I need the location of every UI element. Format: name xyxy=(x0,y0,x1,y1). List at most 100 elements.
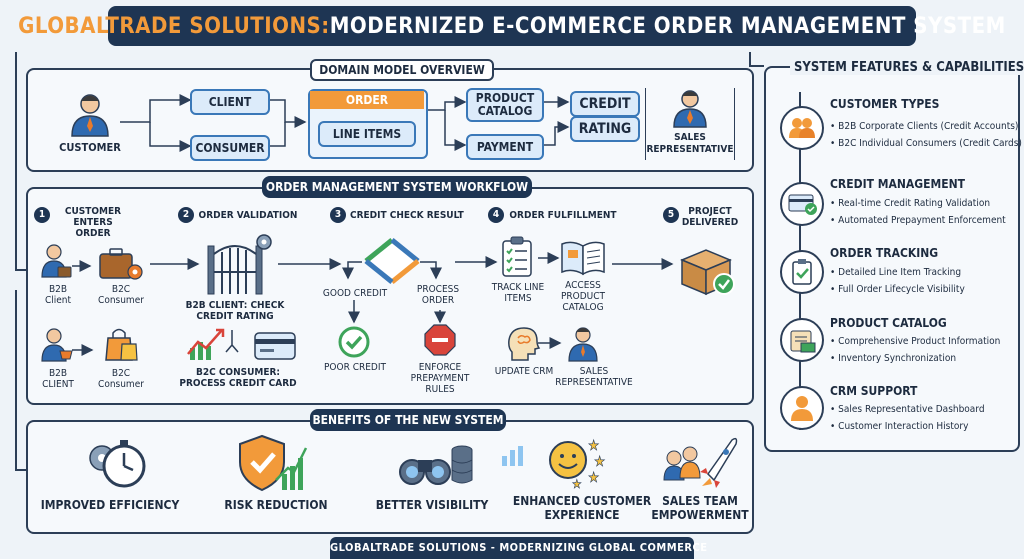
svg-text:★: ★ xyxy=(594,454,605,470)
feature-order-item-2: • Full Order Lifecycle Visibility xyxy=(830,284,965,295)
poor-credit-label: POOR CREDIT xyxy=(324,362,386,373)
footer-banner: GLOBALTRADE SOLUTIONS - MODERNIZING GLOB… xyxy=(330,537,707,559)
feature-crm-title: CRM SUPPORT xyxy=(830,384,918,398)
decision-diamond-icon xyxy=(364,238,420,284)
team-rocket-icon xyxy=(663,437,738,488)
benefits-label: Benefits of the New System xyxy=(310,409,506,431)
benefit-experience-label: ENHANCED CUSTOMER EXPERIENCE xyxy=(512,494,652,522)
step-3-number: 3 xyxy=(330,207,346,223)
track-label: TRACK LINE ITEMS xyxy=(491,282,545,304)
consumer-box: CONSUMER xyxy=(190,135,270,161)
access-label: ACCESS PRODUCT CATALOG xyxy=(560,280,606,313)
benefit-visibility-label: BETTER VISIBILITY xyxy=(375,498,489,512)
feature-catalog-text-2: Inventory Synchronization xyxy=(838,353,957,364)
benefit-risk-label: RISK REDUCTION xyxy=(224,498,328,512)
check-circle-icon xyxy=(338,326,370,358)
feature-catalog-item-1: • Comprehensive Product Information xyxy=(830,336,1001,347)
svg-text:★: ★ xyxy=(588,438,599,454)
b2b-client-2-icon xyxy=(41,328,73,362)
step-5-title: PROJECT DELIVERED xyxy=(681,206,739,228)
feature-crm-item-2: • Customer Interaction History xyxy=(830,421,969,432)
feature-order-title: ORDER TRACKING xyxy=(830,246,939,260)
sales-rep-label: SALES REPRESENTATIVE xyxy=(646,132,734,155)
feature-order-icon-wrap xyxy=(780,250,824,294)
payment-box: PAYMENT xyxy=(466,134,544,160)
step-4-title: ORDER FULFILLMENT xyxy=(509,210,617,221)
smiley-stars-icon: ★ ★ ★ ★ xyxy=(549,438,606,491)
feature-catalog-title: PRODUCT CATALOG xyxy=(830,316,947,330)
customer-label: CUSTOMER xyxy=(59,141,121,154)
brain-head-icon xyxy=(508,327,541,361)
line-items-box: LINE ITEMS xyxy=(318,121,416,147)
workflow-panel xyxy=(26,187,754,405)
feature-credit-item-1: • Real-time Credit Rating Validation xyxy=(830,198,991,209)
growth-chart-icon xyxy=(187,328,225,360)
b2c-consumer-label: B2C Consumer xyxy=(98,284,144,306)
feature-customer-types-text-1: B2B Corporate Clients (Credit Accounts) xyxy=(838,121,1019,132)
feature-crm-text-1: Sales Representative Dashboard xyxy=(838,404,985,415)
feature-crm-text-2: Customer Interaction History xyxy=(838,421,969,432)
feature-crm-item-1: • Sales Representative Dashboard xyxy=(830,404,985,415)
sales-rep-2-label: SALES REPRESENTATIVE xyxy=(555,366,633,388)
gate-gear-icon xyxy=(207,234,272,295)
clipboard-check-icon xyxy=(792,259,812,285)
crm-person-icon xyxy=(791,396,813,421)
b2c-process-label: B2C CONSUMER: PROCESS CREDIT CARD xyxy=(179,367,297,389)
title-rest: MODERNIZED E-COMMERCE ORDER MANAGEMENT S… xyxy=(329,13,1006,39)
sales-rep-card xyxy=(645,88,735,160)
feature-credit-item-2: • Automated Prepayment Enforcement xyxy=(830,215,1006,226)
client-box: CLIENT xyxy=(190,89,270,115)
product-catalog-box: PRODUCT CATALOG xyxy=(466,88,544,122)
stopwatch-gear-icon xyxy=(89,440,146,488)
customer-icon xyxy=(71,94,109,137)
b2b-client-icon xyxy=(41,244,72,278)
feature-catalog-text-1: Comprehensive Product Information xyxy=(838,336,1001,347)
stop-sign-icon xyxy=(424,324,456,356)
b2c-consumer-2-label: B2C Consumer xyxy=(98,368,144,390)
delivered-box-icon xyxy=(680,249,735,296)
order-header: ORDER xyxy=(310,91,424,109)
rating-box: RATING xyxy=(570,116,640,142)
svg-text:★: ★ xyxy=(572,477,582,491)
feature-catalog-icon-wrap xyxy=(780,318,824,362)
features-label: SYSTEM FEATURES & CAPABILITIES xyxy=(790,60,1024,75)
feature-order-item-1: • Detailed Line Item Tracking xyxy=(830,267,962,278)
feature-users-icon-wrap xyxy=(780,106,824,150)
shopping-bag-icon xyxy=(105,328,138,361)
b2b-check-label: B2B CLIENT: CHECK CREDIT RATING xyxy=(185,300,285,322)
users-icon xyxy=(789,118,815,138)
good-credit-label: GOOD CREDIT xyxy=(322,288,388,299)
feature-order-text-1: Detailed Line Item Tracking xyxy=(838,267,962,278)
feature-crm-icon-wrap xyxy=(780,386,824,430)
benefits-panel xyxy=(26,420,754,534)
feature-customer-types-item-2: • B2C Individual Consumers (Credit Cards… xyxy=(830,138,1022,149)
svg-text:★: ★ xyxy=(588,470,599,486)
credit-card-icon xyxy=(254,332,296,360)
sales-rep-icon xyxy=(673,90,707,128)
step-1-number: 1 xyxy=(34,207,50,223)
page-title: GLOBALTRADE SOLUTIONS: MODERNIZED E-COMM… xyxy=(18,6,1005,46)
step-2-number: 2 xyxy=(178,207,194,223)
update-crm-label: UPDATE CRM xyxy=(494,366,554,377)
feature-customer-types-item-1: • B2B Corporate Clients (Credit Accounts… xyxy=(830,121,1019,132)
open-book-icon xyxy=(561,241,605,276)
benefit-efficiency-label: IMPROVED EFFICIENCY xyxy=(40,498,180,512)
feature-credit-text-2: Automated Prepayment Enforcement xyxy=(838,215,1006,226)
step-2-title: ORDER VALIDATION xyxy=(198,210,298,221)
catalog-icon xyxy=(790,330,816,353)
sales-rep-2-icon xyxy=(568,327,598,362)
step-1-title: CUSTOMER ENTERS ORDER xyxy=(64,206,122,239)
feature-order-text-2: Full Order Lifecycle Visibility xyxy=(838,284,965,295)
title-brand: GLOBALTRADE SOLUTIONS: xyxy=(18,13,330,39)
clipboard-checklist-icon xyxy=(502,236,532,277)
benefit-sales-team-label: SALES TEAM EMPOWERMENT xyxy=(651,494,749,522)
domain-model-label: DOMAIN MODEL OVERVIEW xyxy=(310,59,494,81)
step-3-title: CREDIT CHECK RESULT xyxy=(350,210,464,221)
bar-chart-small-icon xyxy=(502,446,523,466)
step-4-number: 4 xyxy=(488,207,504,223)
workflow-label: ORDER MANAGEMENT SYSTEM WORKFLOW xyxy=(262,176,532,198)
feature-catalog-item-2: • Inventory Synchronization xyxy=(830,353,957,364)
credit-card-check-icon xyxy=(788,194,817,215)
